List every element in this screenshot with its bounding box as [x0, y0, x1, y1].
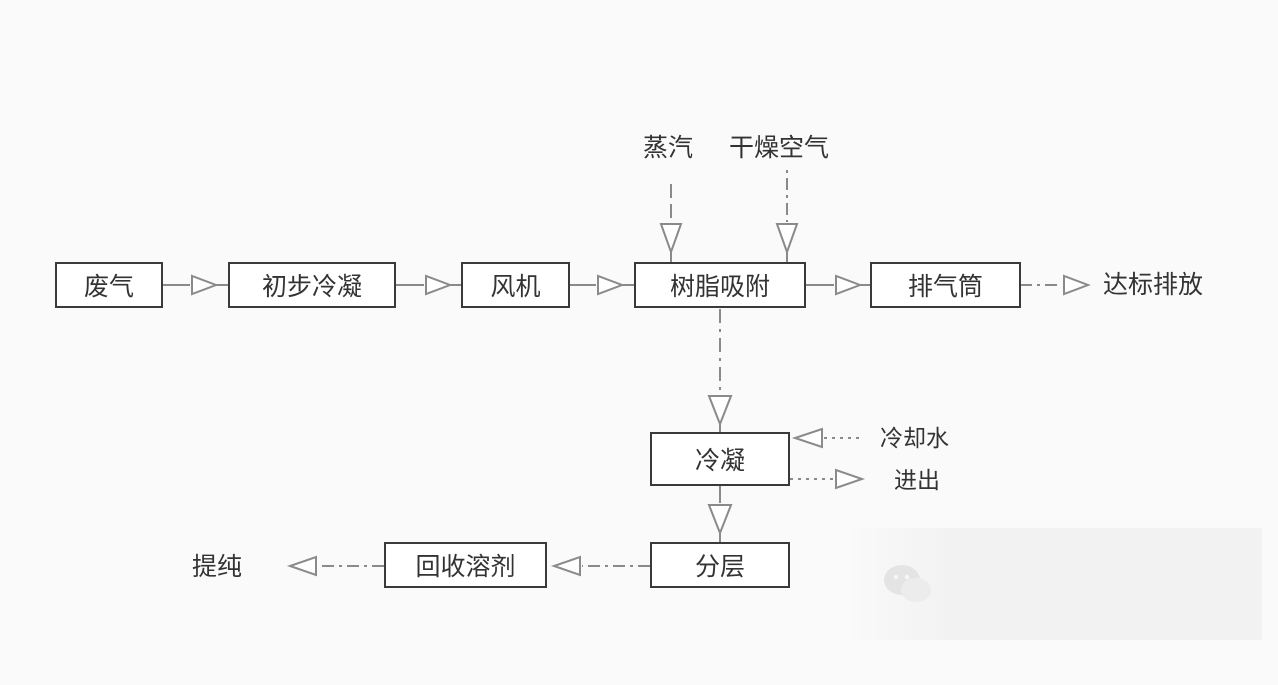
node-resin-adsorption: 树脂吸附 [634, 262, 806, 308]
node-stack-label: 排气筒 [907, 272, 983, 301]
label-in-out: 进出 [894, 468, 940, 494]
node-recover-label: 回收溶剂 [415, 552, 516, 581]
arrowhead [791, 427, 823, 449]
node-condense: 冷凝 [650, 432, 790, 486]
node-recover-solvent: 回收溶剂 [384, 542, 547, 588]
arrowhead [835, 274, 863, 296]
node-exhaust-stack: 排气筒 [870, 262, 1021, 308]
arrowhead [707, 504, 733, 536]
arrowhead [286, 555, 317, 577]
node-layer-label: 分层 [694, 552, 745, 581]
arrowhead [425, 274, 453, 296]
arrowhead [191, 274, 219, 296]
watermark [842, 528, 1262, 640]
node-exhaust-label: 废气 [83, 272, 134, 301]
label-steam: 蒸汽 [643, 133, 694, 162]
node-precondense: 初步冷凝 [228, 262, 396, 308]
label-dry-air: 干燥空气 [729, 133, 830, 162]
node-fan: 风机 [461, 262, 570, 308]
arrowhead [550, 555, 581, 577]
arrowhead [597, 274, 625, 296]
arrowhead [835, 468, 866, 490]
label-cooling-water: 冷却水 [880, 426, 949, 452]
label-discharge: 达标排放 [1103, 270, 1204, 299]
node-fan-label: 风机 [490, 272, 541, 301]
label-purify: 提纯 [192, 552, 243, 581]
arrowhead [775, 223, 799, 255]
arrowhead [659, 223, 683, 255]
wechat-icon [884, 565, 931, 602]
node-resin-label: 树脂吸附 [669, 272, 770, 301]
node-precondense-label: 初步冷凝 [261, 272, 362, 301]
node-condense-label: 冷凝 [694, 446, 745, 475]
node-exhaust: 废气 [55, 262, 163, 308]
arrowhead [1063, 274, 1091, 296]
arrowhead [707, 395, 733, 427]
node-layer: 分层 [650, 542, 790, 588]
